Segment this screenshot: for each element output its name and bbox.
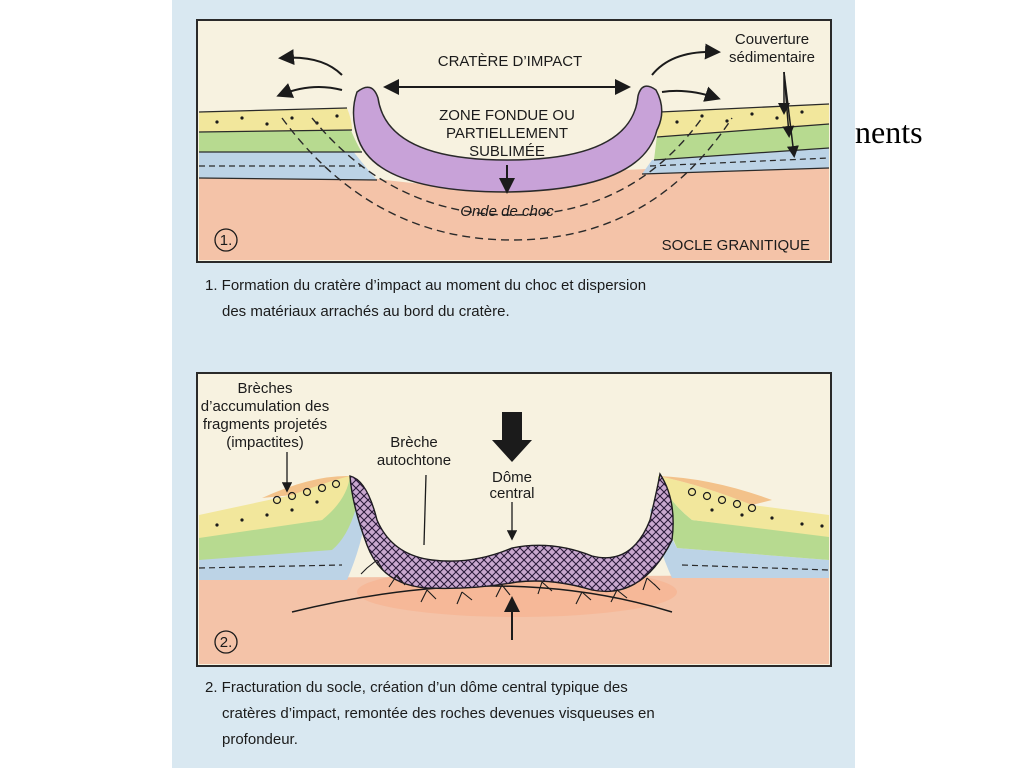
panel2-blue-layer-left [199, 500, 367, 580]
panel2-orange-layer-right [658, 476, 772, 505]
panel2-number-circle [214, 630, 238, 654]
panel2-autochtone-line2: autochtone [377, 452, 451, 469]
caption2-line1: 2. Fracturation du socle, création d’un … [205, 679, 628, 696]
panel1-ejection-arrows [276, 43, 721, 102]
panel2-yellow-layer-left [199, 476, 350, 538]
panel1-yellow-layer-left [199, 108, 352, 132]
panel1-dashed-layer [199, 157, 830, 167]
panel1-fondue-line1: ZONE FONDUE OU [439, 107, 575, 124]
panel2-sediment-dots [215, 500, 824, 528]
panel2-green-layer-left [199, 478, 358, 560]
caption2-line3: profondeur. [222, 731, 298, 748]
scanned-figure: CRATÈRE D’IMPACT Couverture sédimentaire… [172, 0, 855, 768]
panel1-couverture-line1: Couverture [735, 31, 809, 48]
panel1-fondue-line3: SUBLIMÉE [469, 143, 545, 160]
panel2-breches-line1: Brèches [237, 380, 292, 397]
panel1-number-circle [214, 228, 238, 252]
panel1-crater-label: CRATÈRE D’IMPACT [438, 53, 582, 70]
panel2-breches-line2: d’accumulation des [201, 398, 329, 415]
caption1-line1: 1. Formation du cratère d’impact au mome… [205, 277, 646, 294]
panel2-autochtone-line1: Brèche [390, 434, 438, 451]
panel2-impactite-clasts [272, 479, 757, 513]
panel2-number: 2. [220, 634, 233, 651]
panel2-dome-line2: central [489, 485, 534, 502]
panel2-breccia-hatch [350, 474, 674, 592]
caption1-line2: des matériaux arrachés au bord du cratèr… [222, 303, 510, 320]
panel1-blue-layer-left [199, 150, 377, 180]
panel2-breches-line3: fragments projetés [203, 416, 327, 433]
panel1-couverture-arrows [778, 71, 799, 158]
panel1-fondue-line2: PARTIELLEMENT [446, 125, 568, 142]
slide-side-text: nents [855, 114, 923, 150]
panel1-sediment-dots [215, 110, 804, 126]
panel1-socle-label: SOCLE GRANITIQUE [662, 237, 810, 254]
panel1-blue-layer-right [642, 146, 829, 174]
panel1-number: 1. [220, 232, 233, 249]
panel1-green-layer-left [199, 128, 362, 152]
panel2-fractures [360, 559, 661, 605]
panel2-autochtone-pointer [423, 474, 427, 546]
panel1-onde-label: Onde de choc [460, 203, 554, 220]
panel1-shock-waves [281, 117, 733, 241]
caption2-line2: cratères d’impact, remontée des roches d… [222, 705, 655, 722]
panel1-layer-lines [198, 103, 830, 181]
panel1-couverture-line2: sédimentaire [729, 49, 815, 66]
crater-diagram: CRATÈRE D’IMPACT Couverture sédimentaire… [196, 19, 832, 748]
panel2-breches-line4: (impactites) [226, 434, 304, 451]
panel2-blue-layer-right [650, 500, 829, 578]
panel2-yellow-layer-right [658, 476, 829, 537]
panel1-melt-zone [352, 85, 663, 193]
panel2-dome-line1: Dôme [492, 469, 532, 486]
panel2-impact-arrow [492, 412, 532, 462]
panel2-dashed-layer [198, 564, 830, 571]
panel2-green-layer-right [658, 476, 829, 560]
